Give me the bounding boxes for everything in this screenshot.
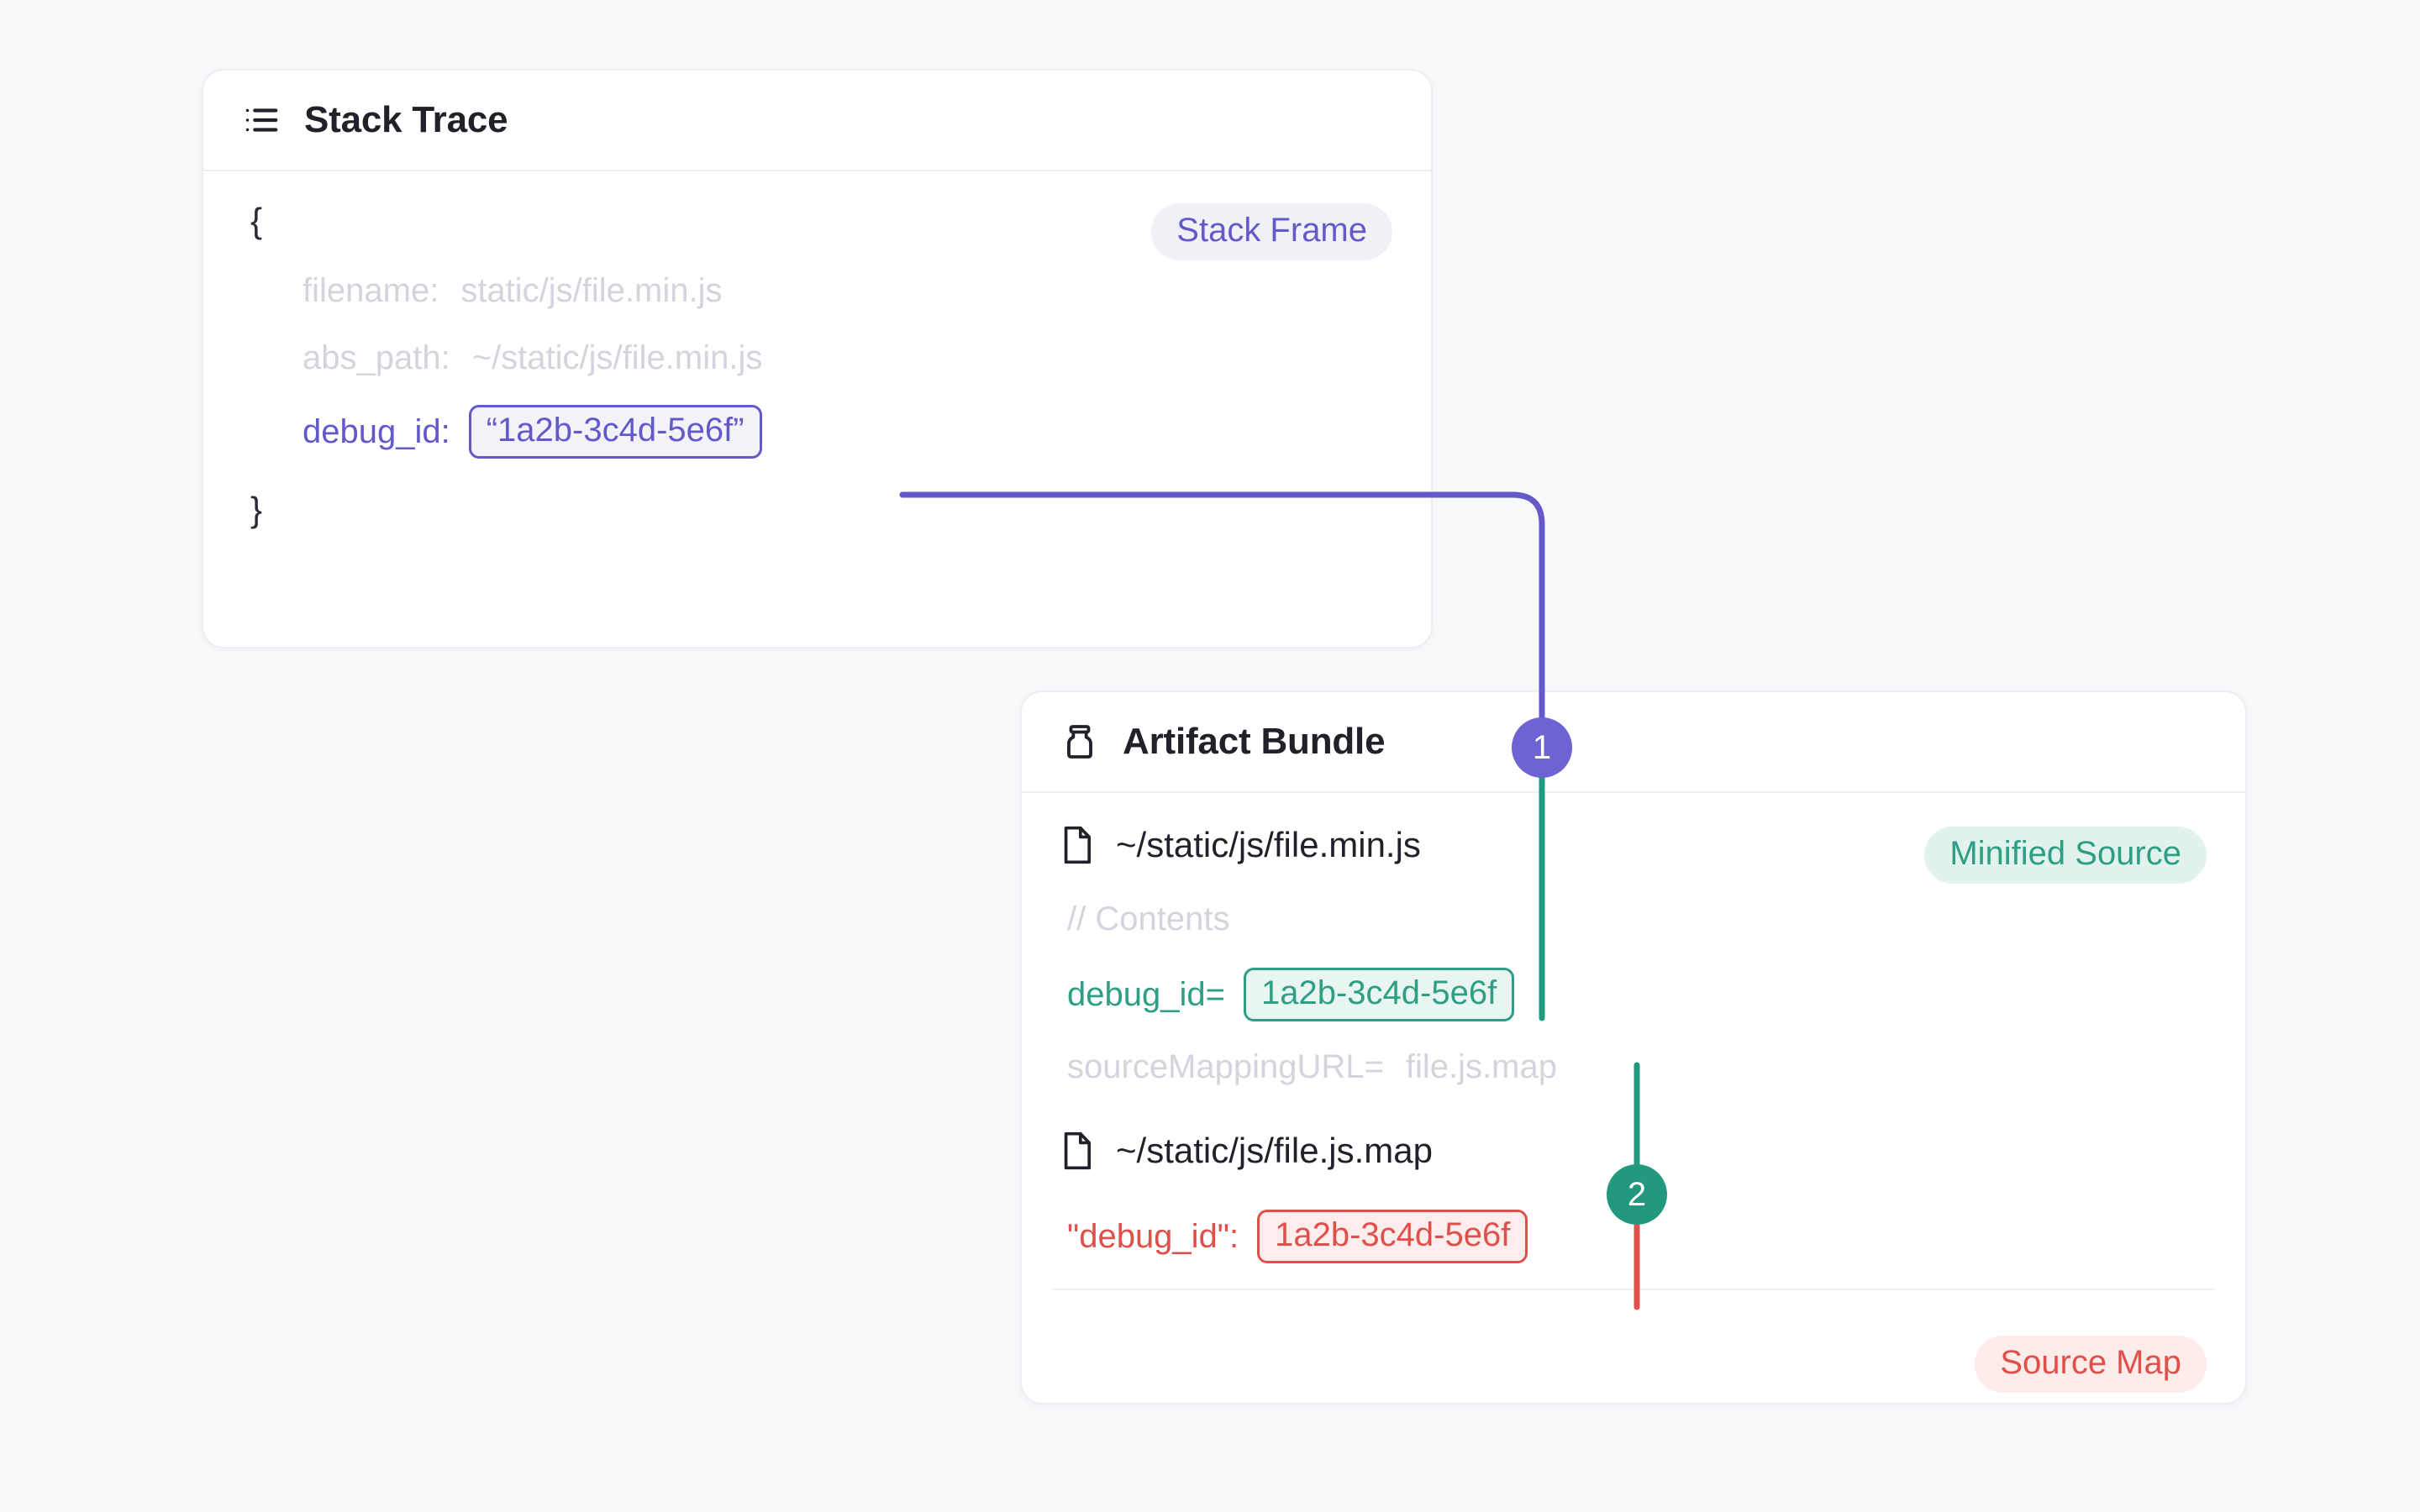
- minified-debug-id-row: debug_id= 1a2b-3c4d-5e6f: [1060, 968, 2207, 1021]
- abs-path-key: abs_path:: [302, 339, 450, 376]
- artifact-bundle-card: Artifact Bundle Minified Source ~/static…: [1020, 690, 2247, 1404]
- stack-frame-badge: Stack Frame: [1151, 203, 1392, 260]
- stack-trace-body: Stack Frame { filename: static/js/file.m…: [203, 171, 1431, 564]
- minified-source-badge: Minified Source: [1924, 827, 2207, 884]
- minified-file-name: ~/static/js/file.min.js: [1116, 825, 1421, 864]
- source-map-badge: Source Map: [1975, 1336, 2207, 1393]
- stack-trace-debug-id-key: debug_id:: [302, 413, 450, 450]
- stack-trace-debug-id-value[interactable]: “1a2b-3c4d-5e6f”: [468, 405, 762, 459]
- file-row-minified[interactable]: ~/static/js/file.min.js: [1060, 825, 2207, 865]
- stack-trace-card: Stack Trace Stack Frame { filename: stat…: [202, 69, 1433, 648]
- minified-contents-comment: // Contents: [1060, 902, 2207, 936]
- stack-trace-header: Stack Trace: [203, 71, 1431, 171]
- file-icon: [1060, 826, 1094, 864]
- artifact-bundle-header: Artifact Bundle: [1022, 692, 2245, 793]
- contents-comment-text: // Contents: [1067, 900, 1230, 937]
- close-brace: }: [250, 490, 263, 529]
- archive-jar-icon: [1060, 722, 1099, 761]
- list-icon: [242, 101, 281, 139]
- stack-frame-row-abs-path: abs_path: ~/static/js/file.min.js: [242, 341, 1392, 375]
- sourcemap-file-name: ~/static/js/file.js.map: [1116, 1131, 1433, 1170]
- sourcemap-debug-id-value[interactable]: 1a2b-3c4d-5e6f: [1257, 1210, 1528, 1263]
- open-brace: {: [250, 201, 263, 240]
- filename-value: static/js/file.min.js: [460, 272, 723, 309]
- source-mapping-url-key: sourceMappingURL=: [1067, 1048, 1384, 1085]
- artifact-bundle-section-divider: [1052, 1289, 2215, 1290]
- stack-trace-title: Stack Trace: [304, 99, 508, 140]
- file-icon: [1060, 1131, 1094, 1170]
- source-mapping-url-value: file.js.map: [1405, 1048, 1557, 1085]
- artifact-bundle-body: Minified Source ~/static/js/file.min.js …: [1022, 793, 2245, 1393]
- sourcemap-debug-id-row: "debug_id": 1a2b-3c4d-5e6f: [1060, 1210, 2207, 1263]
- file-row-sourcemap[interactable]: ~/static/js/file.js.map: [1060, 1131, 2207, 1171]
- source-mapping-url-row: sourceMappingURL= file.js.map: [1060, 1050, 2207, 1084]
- stack-frame-row-filename: filename: static/js/file.min.js: [242, 274, 1392, 307]
- artifact-bundle-title: Artifact Bundle: [1123, 721, 1386, 762]
- connector-node-1[interactable]: 1: [1512, 717, 1572, 778]
- connector-node-2[interactable]: 2: [1607, 1164, 1667, 1225]
- abs-path-value: ~/static/js/file.min.js: [471, 339, 763, 376]
- filename-key: filename:: [302, 272, 439, 309]
- minified-debug-id-value[interactable]: 1a2b-3c4d-5e6f: [1243, 968, 1515, 1021]
- stack-frame-row-debug-id: debug_id: “1a2b-3c4d-5e6f”: [242, 405, 1392, 459]
- minified-debug-id-key: debug_id=: [1067, 976, 1225, 1013]
- sourcemap-debug-id-key: "debug_id":: [1067, 1218, 1239, 1255]
